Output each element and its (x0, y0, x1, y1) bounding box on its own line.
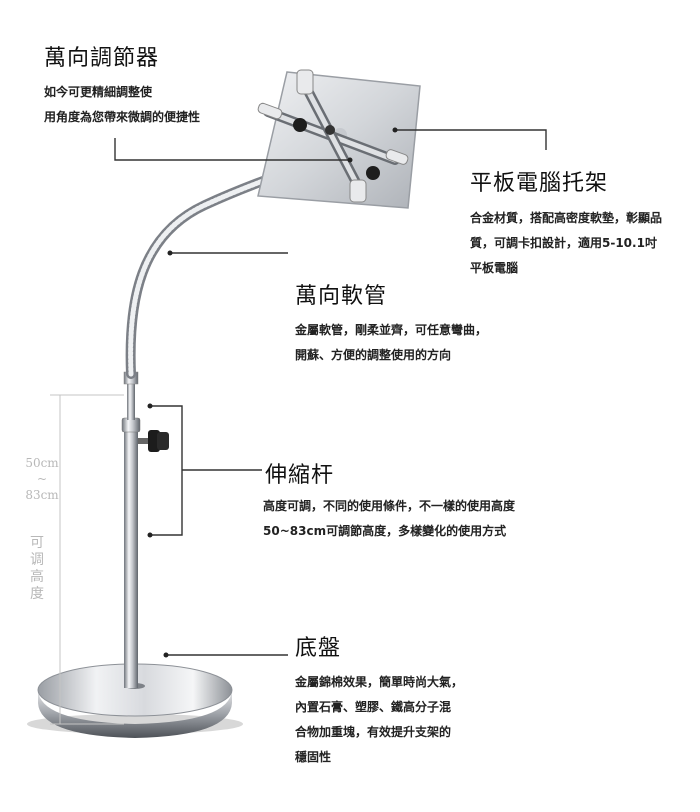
swivel-title: 萬向調節器 (44, 46, 160, 71)
holder-title: 平板電腦托架 (470, 171, 609, 196)
callout-dot (147, 403, 153, 409)
callout-dot (147, 532, 153, 538)
base-title: 底盤 (295, 636, 342, 661)
lower-tube (124, 430, 138, 688)
height-range-label: 50cm ~ 83cm (18, 455, 66, 503)
callout-lines (114, 129, 547, 656)
callout-dot (167, 250, 173, 256)
callout-holder (395, 129, 547, 150)
callout-dot (392, 127, 398, 133)
tablet-holder-bracket (257, 69, 409, 203)
height-max: 83cm (25, 488, 59, 502)
base-description: 金屬錦棉效果，簡單時尚大氣， 內置石膏、塑膠、鐵高分子混 合物加重塊，有效提升支… (295, 675, 464, 764)
upper-tube (127, 380, 135, 420)
hose-description: 金屬軟管，剛柔並齊，可任意彎曲， 開蘇、方便的調整使用的方向 (295, 323, 488, 362)
swivel-description: 如今可更精細調整使 用角度為您帶來微調的便捷性 (44, 85, 201, 124)
rod-description: 高度可調，不同的使用條件，不一樣的使用高度 50~83cm可調節高度，多樣變化的… (263, 499, 516, 538)
callout-dot (347, 157, 353, 163)
height-adjustable-caption: 可 调 高 度 (30, 535, 44, 602)
rod-title: 伸縮杆 (265, 463, 335, 488)
height-min: 50cm (25, 456, 59, 470)
callout-swivel (114, 138, 350, 161)
hose-title: 萬向軟管 (295, 284, 388, 309)
callout-dot (163, 652, 169, 658)
base-plate (37, 663, 233, 738)
tube-collar (121, 417, 141, 433)
height-tilde: ~ (36, 472, 48, 486)
callout-rod (150, 405, 183, 536)
locking-knob (138, 430, 169, 452)
holder-description: 合金材質，搭配高密度軟墊，彰顯品 質，可調卡扣設計，適用5-10.1吋 平板電腦 (470, 211, 663, 275)
height-range-bracket (50, 394, 124, 725)
